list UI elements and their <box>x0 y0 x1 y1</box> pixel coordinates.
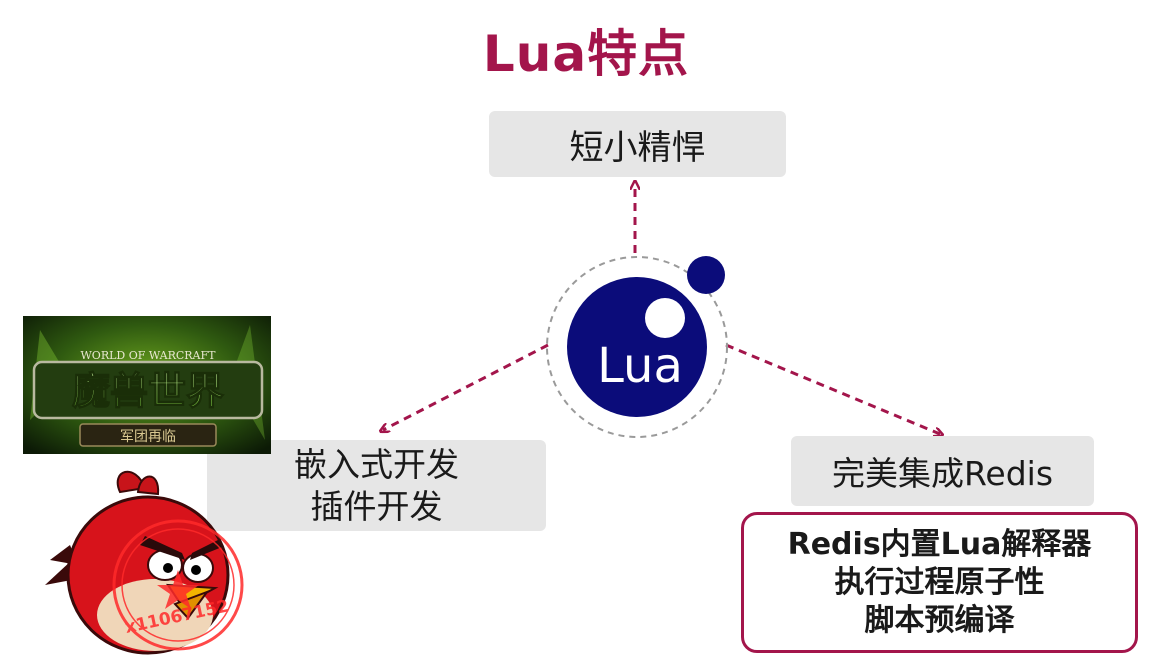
feature-label-embedded: 嵌入式开发 <box>294 444 459 484</box>
arrow-to-left <box>383 343 549 430</box>
feature-label-redis: 完美集成Redis <box>831 454 1054 493</box>
arrow-to-right <box>725 343 940 434</box>
lua-logo-moon-hole <box>645 298 685 338</box>
slide-title: Lua特点 <box>482 25 690 83</box>
lua-logo-orbit-moon <box>687 256 725 294</box>
feature-label-plugin: 插件开发 <box>310 486 443 526</box>
redis-details-box: Redis内置Lua解释器 执行过程原子性 脚本预编译 <box>741 512 1138 653</box>
feature-box-redis: 完美集成Redis <box>791 436 1094 506</box>
redis-detail-atomic: 执行过程原子性 <box>834 564 1045 600</box>
feature-box-compact: 短小精悍 <box>489 111 786 177</box>
wow-logo-english: WORLD OF WARCRAFT <box>81 349 217 362</box>
lua-logo-dashed-ring <box>546 256 728 438</box>
wow-logo-subtitle: 军团再临 <box>120 429 176 445</box>
redis-detail-precompile: 脚本预编译 <box>864 602 1015 638</box>
lua-logo-text: Lua <box>597 338 683 394</box>
feature-label-compact: 短小精悍 <box>569 127 706 168</box>
redis-detail-interpreter: Redis内置Lua解释器 <box>787 526 1092 562</box>
feature-box-embedded: 嵌入式开发 插件开发 <box>207 440 546 531</box>
wow-logo-chinese: 魔兽世界 <box>72 368 224 413</box>
